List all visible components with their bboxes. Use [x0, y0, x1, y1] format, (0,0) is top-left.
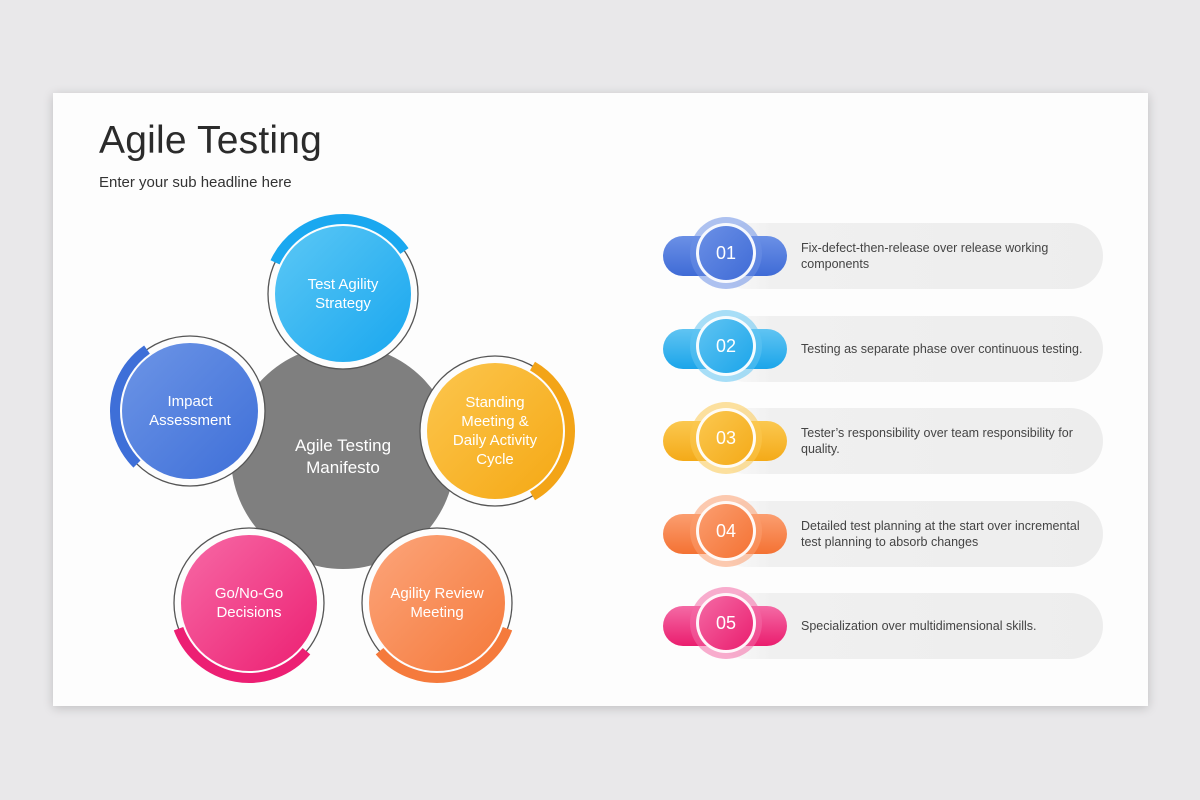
- slide-subtitle: Enter your sub headline here: [99, 174, 292, 191]
- slide: Agile Testing Enter your sub headline he…: [53, 93, 1148, 706]
- petal-label: Agility Review Meeting: [390, 585, 484, 621]
- principle-text: Testing as separate phase over continuou…: [801, 316, 1091, 382]
- principle-text-content: Fix-defect-then-release over release wor…: [801, 241, 1049, 271]
- badge-number: 05: [715, 612, 737, 633]
- manifesto-diagram: [110, 214, 575, 683]
- badge-number: 02: [715, 335, 737, 356]
- principle-text-content: Tester’s responsibility over team respon…: [801, 426, 1073, 456]
- principle-text-content: Testing as separate phase over continuou…: [801, 342, 1083, 356]
- petal-2: [419, 355, 575, 507]
- petal-accent-arc: [110, 345, 150, 468]
- petal-accent-arc: [173, 626, 311, 683]
- manifesto-center-label: Agile Testing Manifesto: [294, 436, 392, 477]
- petal-label: Test Agility Strategy: [307, 276, 379, 312]
- number-badge: 01: [696, 223, 756, 283]
- petal-5: [110, 335, 266, 487]
- principle-text: Detailed test planning at the start over…: [801, 501, 1091, 567]
- petal-circle: [181, 535, 317, 671]
- petal-label: Go/No-Go Decisions: [214, 585, 284, 621]
- principle-text: Specialization over multidimensional ski…: [801, 593, 1091, 659]
- principle-text-content: Specialization over multidimensional ski…: [801, 619, 1037, 633]
- principle-row-04: 04 Detailed test planning at the start o…: [663, 495, 1103, 567]
- principle-text: Fix-defect-then-release over release wor…: [801, 223, 1091, 289]
- principle-text-content: Detailed test planning at the start over…: [801, 519, 1080, 549]
- slide-title: Agile Testing: [99, 119, 323, 162]
- badge-number: 01: [715, 242, 737, 263]
- petal-3: [361, 527, 513, 683]
- petal-circle: [275, 226, 411, 362]
- number-badge: 02: [696, 316, 756, 376]
- petal-1: [267, 214, 419, 370]
- petal-label: Standing Meeting & Daily Activity Cycle: [452, 394, 538, 468]
- principle-row-01: 01 Fix-defect-then-release over release …: [663, 217, 1103, 289]
- principle-text: Tester’s responsibility over team respon…: [801, 408, 1091, 474]
- petal-4: [173, 527, 325, 683]
- petal-circle: [427, 363, 563, 499]
- badge-number: 03: [715, 427, 737, 448]
- petal-accent-arc: [529, 361, 575, 501]
- petal-label: Impact Assessment: [149, 393, 231, 429]
- number-badge: 05: [696, 593, 756, 653]
- manifesto-center: [231, 345, 455, 569]
- petal-accent-arc: [375, 626, 513, 683]
- badge-number: 04: [715, 520, 737, 541]
- petal-circle: [369, 535, 505, 671]
- petal-accent-arc: [270, 214, 409, 265]
- principle-row-02: 02 Testing as separate phase over contin…: [663, 310, 1103, 382]
- principle-row-05: 05 Specialization over multidimensional …: [663, 587, 1103, 659]
- petal-circle: [122, 343, 258, 479]
- number-badge: 03: [696, 408, 756, 468]
- number-badge: 04: [696, 501, 756, 561]
- principle-row-03: 03 Tester’s responsibility over team res…: [663, 402, 1103, 474]
